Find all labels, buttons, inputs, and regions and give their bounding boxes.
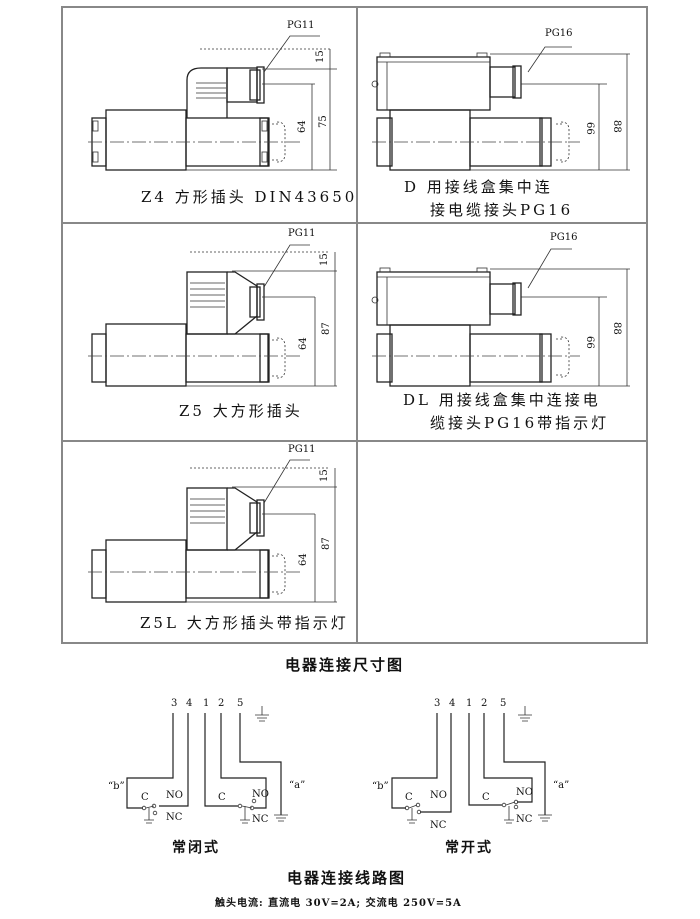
panel-grid [61,6,648,644]
terminal-4: 4 [186,698,192,709]
terminal-3: 3 [171,698,177,709]
switch-a [501,799,519,824]
valve-junction-box-drawing [371,52,580,171]
cable-gland-label: PG16 [545,28,572,39]
contact-no-label: NO [166,790,183,801]
wiring [126,713,282,815]
dimension-height: 88 [611,120,622,133]
contact-current-note: 触头电流: 直流电 30V=2A; 交流电 250V=5A [214,896,462,909]
wiring-title: 电器连接线路图 [287,869,406,887]
panel-z4: PG11 15 75 64 Z4 方形插头 DIN43650 [88,20,357,206]
dimension-height: 75 [318,115,329,128]
circuit-title: 常闭式 [172,839,220,856]
panel-label-line2: 接电缆接头PG16 [430,201,573,219]
contact-c-label: C [141,792,149,803]
terminal-labels: 3 4 1 2 5 [171,698,243,709]
dimension-body: 64 [297,120,308,133]
valve-large-plug-led-drawing [88,487,300,603]
dimension-lines [470,248,630,387]
terminal-5: 5 [237,698,243,709]
contact-c-label: C [405,792,413,803]
wiring [391,713,546,815]
cable-gland-label: PG11 [288,444,315,455]
contact-nc-label: NC [430,820,447,831]
dimension-top: 15 [319,253,330,266]
cable-gland-label: PG11 [288,228,315,239]
contact-no-label: NO [516,787,533,798]
dimension-lines [186,244,337,387]
panel-dl: PG16 88 66 DL 用接线盒集中连接电 缆接头PG16带指示灯 [371,232,630,432]
switch-b-label: “b” [372,781,389,792]
dimension-top: 15 [315,50,326,63]
contact-nc-label: NC [252,814,269,825]
ground-icon [255,706,288,822]
contact-no-label: NO [430,790,447,801]
valve-junction-box-led-drawing [371,267,580,387]
panel-z5l: PG11 15 87 64 Z5L 大方形插头带指示灯 [88,444,349,632]
dimension-body: 66 [584,336,595,349]
switch-a [237,798,257,824]
panel-label-line1: DL 用接线盒集中连接电 [403,391,601,409]
dimensions-title: 电器连接尺寸图 [285,656,404,674]
panel-label-line2: 缆接头PG16带指示灯 [430,414,609,432]
grid-border [61,6,648,644]
valve-solenoid-drawing [88,66,300,171]
panel-label: Z4 方形插头 DIN43650 [141,188,357,206]
terminal-2: 2 [218,698,224,709]
contact-c-label: C [482,792,490,803]
dimension-lines [186,35,337,171]
panel-label-line1: D 用接线盒集中连 [404,178,553,196]
panel-label: Z5L 大方形插头带指示灯 [140,614,349,632]
circuit-title: 常开式 [445,839,493,856]
dimension-top: 15 [319,469,330,482]
panel-z5: PG11 15 87 64 Z5 大方形插头 [88,228,337,420]
cable-gland-label: PG16 [550,232,577,243]
dimension-height: 87 [321,322,332,335]
dimension-lines [470,46,630,171]
dimension-height: 87 [321,537,332,550]
circuit-normally-closed: 3 4 1 2 5 “b” “a” C NO NC C [108,698,305,856]
cable-gland-label: PG11 [287,20,314,31]
terminal-3: 3 [434,698,440,709]
switch-b [404,802,422,824]
contact-c-label: C [218,792,226,803]
contact-nc-label: NC [516,814,533,825]
dimension-height: 88 [611,322,622,335]
contact-nc-label: NC [166,812,183,823]
terminal-1: 1 [203,698,209,709]
switch-a-label: “a” [553,780,569,791]
terminal-4: 4 [449,698,455,709]
terminal-labels: 3 4 1 2 5 [434,698,506,709]
dimension-body: 64 [298,337,309,350]
contact-no-label: NO [252,789,269,800]
dimension-lines [186,459,337,603]
terminal-1: 1 [466,698,472,709]
ground-icon [518,706,552,822]
dimension-body: 66 [584,122,595,135]
dimension-body: 64 [298,553,309,566]
switch-b-label: “b” [108,781,125,792]
panel-label: Z5 大方形插头 [179,402,303,420]
circuit-normally-open: 3 4 1 2 5 “b” “a” C NO NC C [372,698,569,856]
switch-b [141,803,158,824]
terminal-5: 5 [500,698,506,709]
panel-d: PG16 88 66 D 用接线盒集中连 接电缆接头PG16 [371,28,630,219]
valve-large-plug-drawing [88,271,300,387]
terminal-2: 2 [481,698,487,709]
switch-a-label: “a” [289,780,305,791]
